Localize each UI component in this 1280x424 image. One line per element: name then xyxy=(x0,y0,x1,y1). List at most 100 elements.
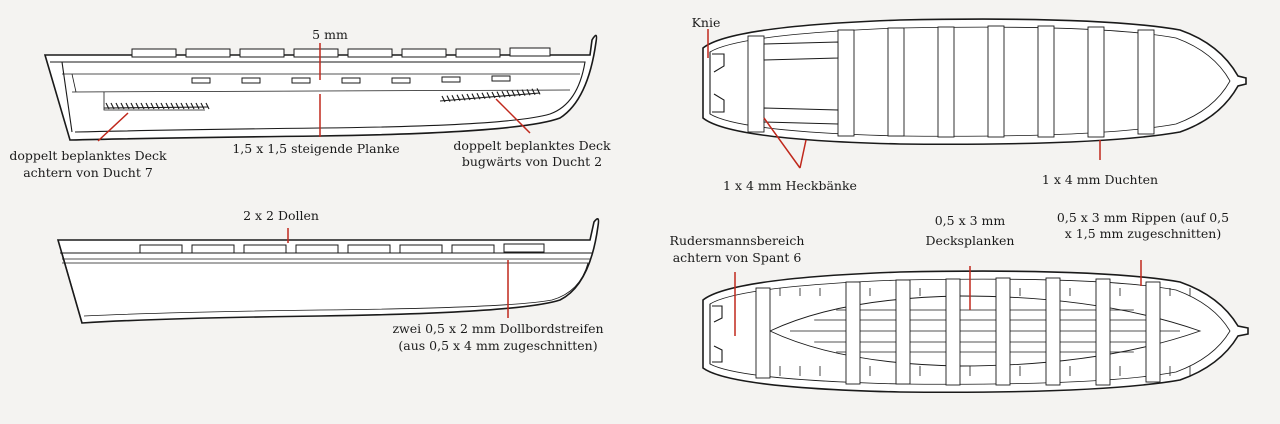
thwart-top xyxy=(401,48,447,58)
hatch-tick xyxy=(135,102,140,110)
oarlock-block xyxy=(451,244,495,254)
hull-2-oarlocks xyxy=(139,243,545,254)
hull-3-outline xyxy=(702,18,1247,146)
leader-aft-deck xyxy=(97,112,129,142)
leader-heckbaenke xyxy=(763,117,807,169)
hull-1-deck-blocks xyxy=(191,75,511,84)
hatch-tick xyxy=(185,102,190,110)
hull-3-thwarts xyxy=(747,25,1155,138)
knee-upper xyxy=(712,53,725,73)
hatch-tick xyxy=(466,93,471,101)
deck-block xyxy=(191,77,211,84)
label-gunwale-line1: zwei 0,5 x 2 mm Dollbordstreifen xyxy=(392,321,603,336)
thwart xyxy=(1037,25,1055,138)
hull-1-stern-inner xyxy=(71,73,77,93)
hatch-tick xyxy=(481,92,486,100)
label-deck-fwd-line1: doppelt beplanktes Deck xyxy=(453,138,611,153)
thwart-top xyxy=(347,48,393,58)
label-rudersmann-line2: achtern von Spant 6 xyxy=(673,250,802,265)
ribs xyxy=(779,288,1191,376)
hatch-tick xyxy=(441,95,446,103)
hatch-tick xyxy=(451,94,456,102)
thwart xyxy=(1045,277,1061,386)
label-deck-fwd-line2: bugwärts von Ducht 2 xyxy=(462,154,602,169)
label-deckplanks-line2: Decksplanken xyxy=(926,233,1015,248)
hatch-tick xyxy=(160,102,165,110)
hatch-tick xyxy=(165,102,170,110)
hatch-tick xyxy=(526,88,531,96)
thwart xyxy=(837,29,855,137)
label-rudersmann-line1: Rudersmannsbereich xyxy=(670,233,805,248)
thwart xyxy=(1087,26,1105,138)
thwart xyxy=(1095,278,1111,386)
hull-1-sheer-inner xyxy=(50,61,586,133)
label-ribs-line2: x 1,5 mm zugeschnitten) xyxy=(1065,226,1221,241)
deck-block xyxy=(291,77,311,84)
label-deck-aft-line1: doppelt beplanktes Deck xyxy=(9,148,167,163)
oarlock-block xyxy=(503,243,545,253)
hatch-tick xyxy=(130,102,135,110)
hull-2-outline xyxy=(56,218,600,324)
hatch-tick xyxy=(110,102,115,110)
hull-1-deckline xyxy=(71,89,571,93)
thwart-top xyxy=(455,48,501,58)
knee-4-upper xyxy=(712,305,723,323)
oarlock-block xyxy=(295,244,339,254)
deck-block xyxy=(391,77,411,84)
knee-4-lower xyxy=(712,345,723,363)
hatch-tick xyxy=(125,102,130,110)
deck-block xyxy=(341,77,361,84)
oarlock-block xyxy=(399,244,443,254)
leader-fwd-deck xyxy=(495,98,531,134)
hatch-tick xyxy=(105,102,110,110)
thwart xyxy=(747,35,765,133)
hatch-baseline xyxy=(103,106,209,109)
hatch-tick xyxy=(491,91,496,99)
hull-2-inner xyxy=(62,262,589,317)
fwd-deck-hatch xyxy=(439,88,541,103)
hatch-tick xyxy=(145,102,150,110)
aft-deck-hatch xyxy=(103,102,210,110)
hatch-tick xyxy=(461,94,466,101)
side-view-gunwale: 2 x 2 Dollen zwei 0,5 x 2 mm Dollbordstr… xyxy=(56,208,604,353)
hatch-tick xyxy=(531,88,536,96)
label-deck-aft-line2: achtern von Ducht 7 xyxy=(23,165,153,180)
hatch-tick xyxy=(516,89,521,97)
thwart xyxy=(887,27,905,137)
label-gunwale-line2: (aus 0,5 x 4 mm zugeschnitten) xyxy=(398,338,597,353)
hatch-tick xyxy=(170,102,175,110)
aft-deck-section xyxy=(103,92,205,111)
hatch-tick xyxy=(536,88,541,95)
hatch-tick xyxy=(115,102,120,110)
hatch-baseline xyxy=(439,92,541,102)
hatch-tick xyxy=(456,94,461,102)
thwart-top xyxy=(293,48,339,58)
label-knie: Knie xyxy=(692,15,721,30)
label-heckbaenke: 1 x 4 mm Heckbänke xyxy=(723,178,857,193)
hatch-tick xyxy=(471,93,476,100)
deck-block xyxy=(491,75,511,82)
thwart-top xyxy=(509,47,551,57)
thwart xyxy=(987,25,1005,138)
label-dollen: 2 x 2 Dollen xyxy=(243,208,319,223)
label-ribs-line1: 0,5 x 3 mm Rippen (auf 0,5 xyxy=(1057,210,1229,225)
thwart xyxy=(945,278,961,386)
label-5mm: 5 mm xyxy=(312,27,348,42)
thwart xyxy=(1137,29,1155,135)
hatch-tick xyxy=(190,102,195,110)
thwart-top xyxy=(131,48,177,58)
hatch-tick xyxy=(200,102,205,110)
label-deckplanks-line1: 0,5 x 3 mm xyxy=(935,213,1006,228)
plan-view-thwarts: Knie 1 x 4 mm Heckbänke 1 x 4 mm Duchten xyxy=(692,15,1247,193)
oarlock-block xyxy=(347,244,391,254)
stern-bench-lower xyxy=(763,107,839,125)
thwart xyxy=(895,279,911,385)
hull-2-stern-post xyxy=(61,252,83,324)
hatch-tick xyxy=(155,102,160,110)
hatch-tick xyxy=(180,102,185,110)
hull-4-thwarts xyxy=(755,277,1161,386)
knee-lower xyxy=(712,93,725,113)
hatch-tick xyxy=(205,102,210,110)
hatch-tick xyxy=(446,95,451,102)
